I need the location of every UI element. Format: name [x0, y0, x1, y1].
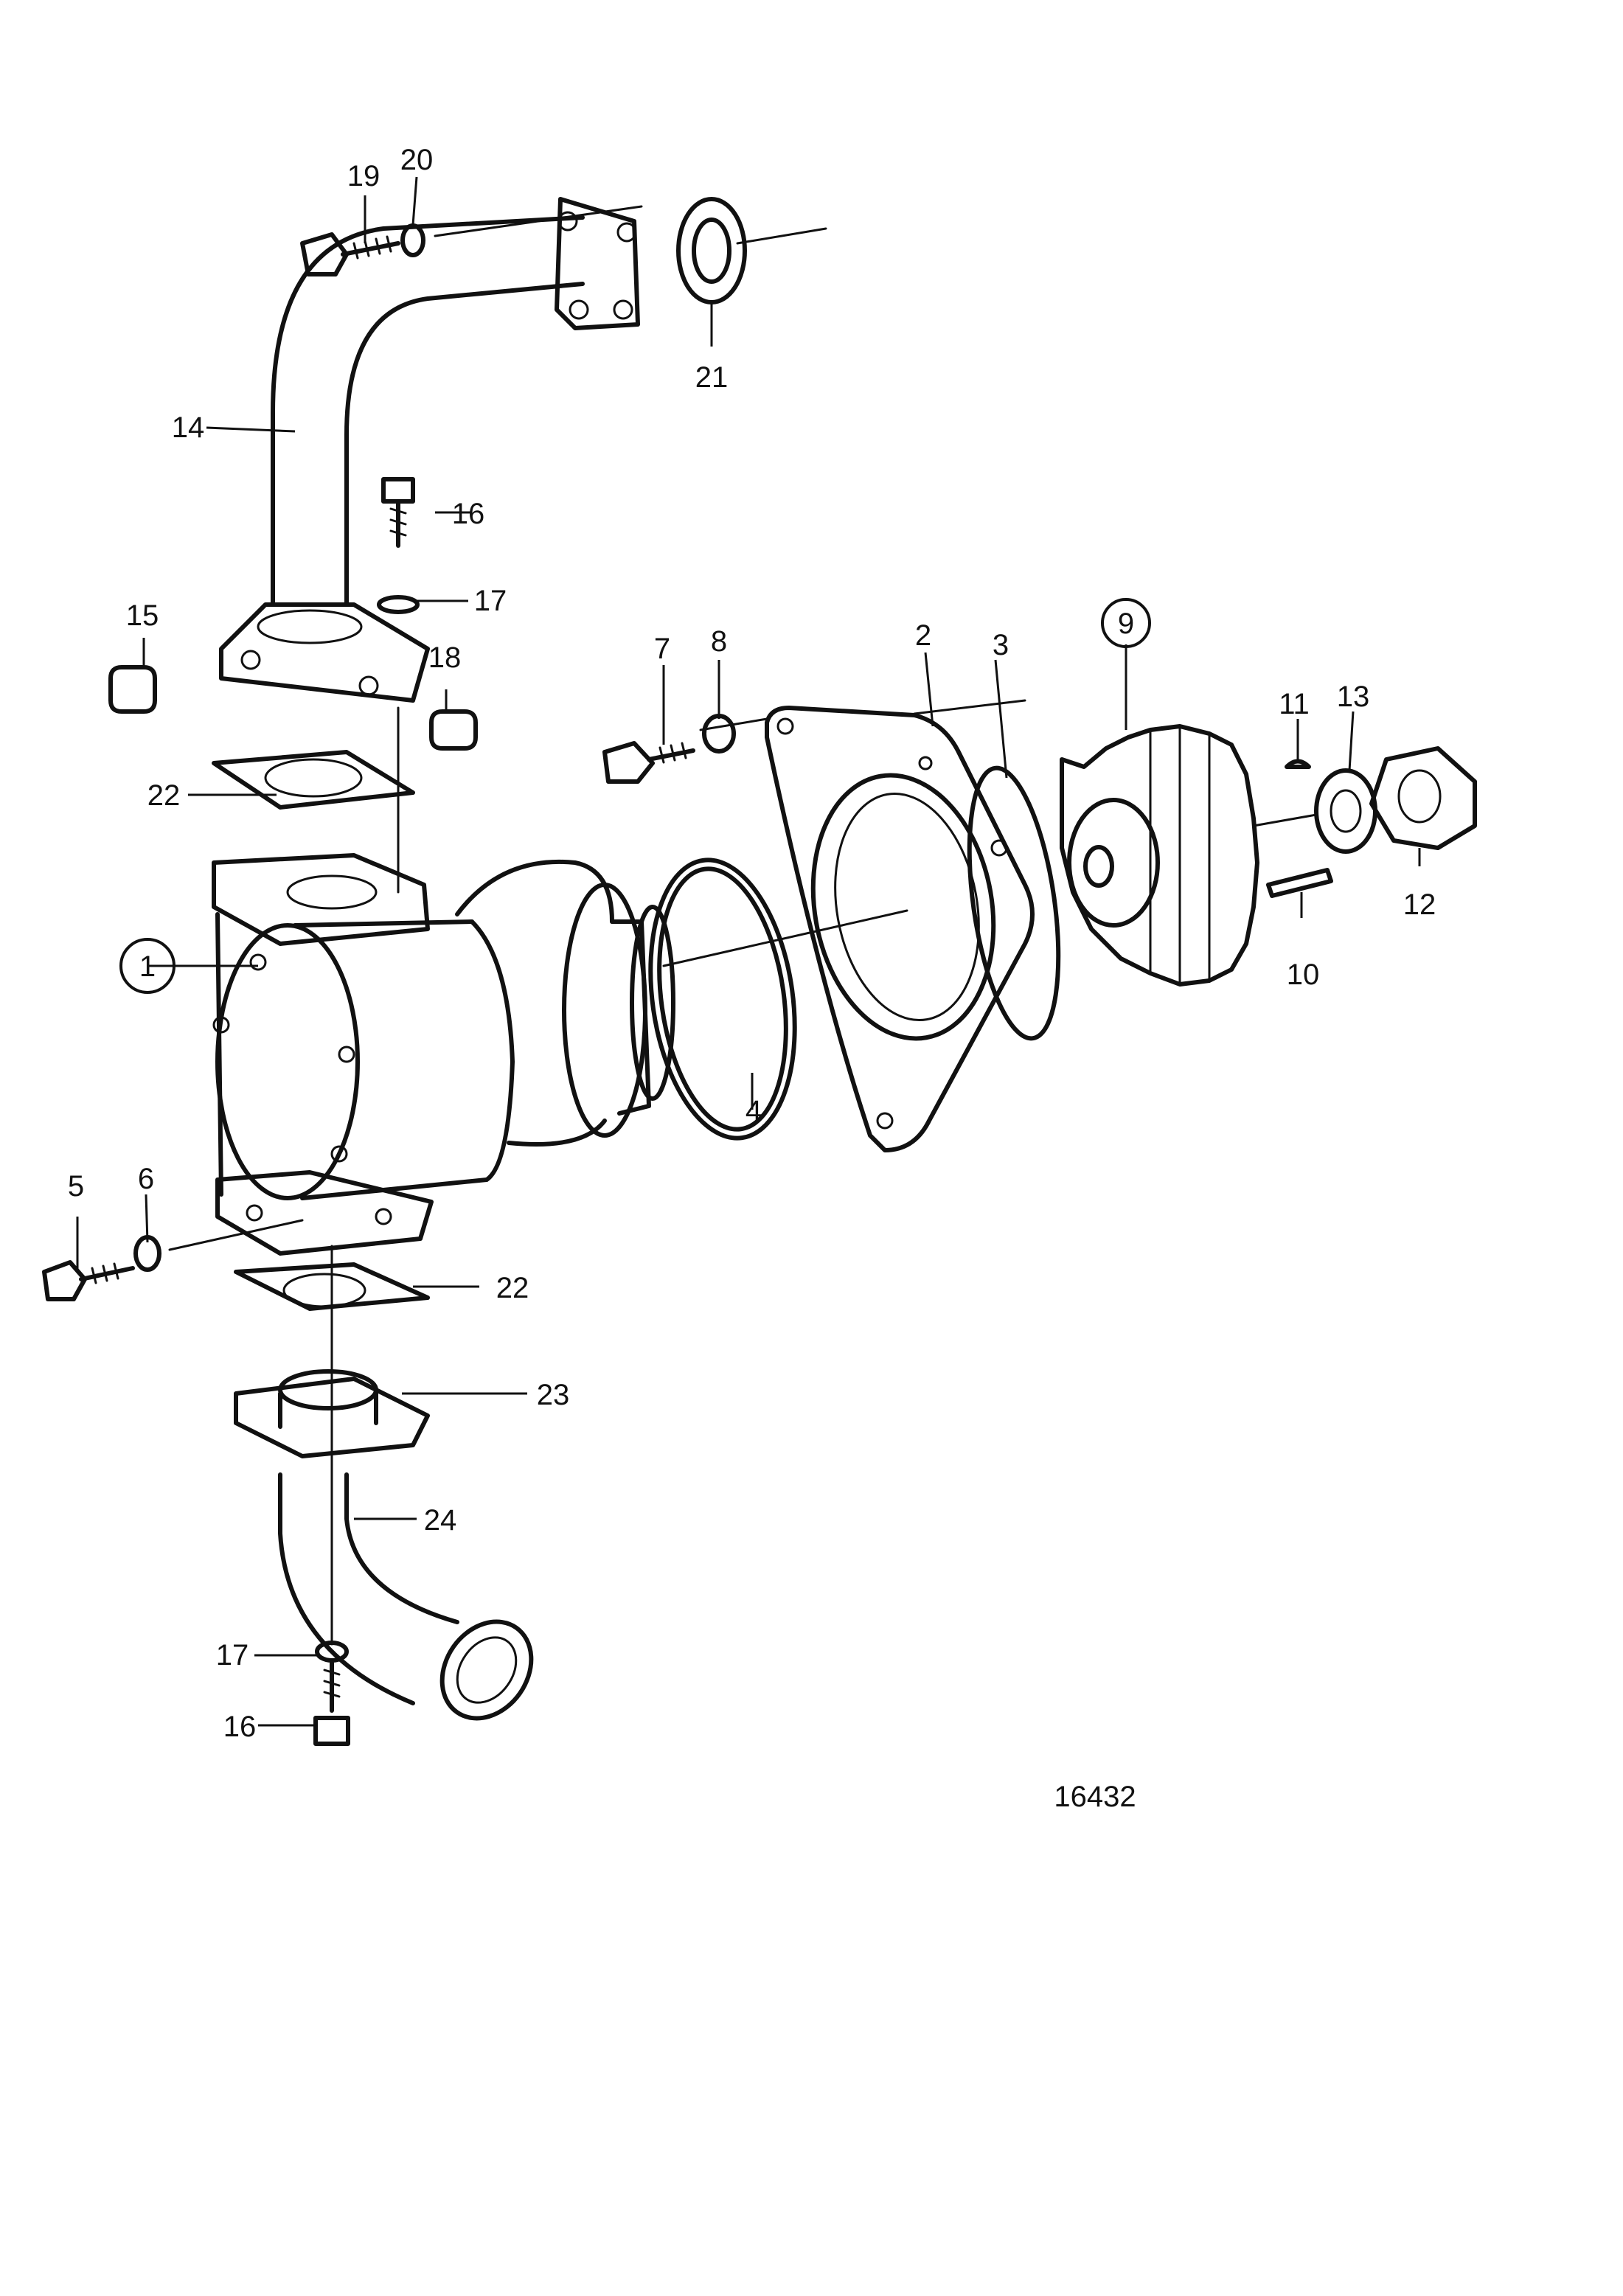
outlet-pipe-part — [219, 197, 640, 703]
callout-14: 14 — [172, 411, 205, 444]
seal-ring-part — [676, 197, 747, 305]
callout-4: 4 — [746, 1095, 762, 1127]
shim-part — [967, 765, 1061, 1041]
callout-5: 5 — [68, 1170, 84, 1203]
o-ring-part — [648, 857, 797, 1141]
bolt-washer-flange — [602, 714, 736, 784]
callout-circle-1 — [119, 938, 175, 994]
drive-gear-part — [1060, 724, 1259, 987]
callout-2: 2 — [915, 619, 931, 652]
callout-15: 15 — [126, 599, 159, 632]
callout-22-top: 22 — [147, 779, 181, 812]
callout-22-bottom: 22 — [496, 1272, 529, 1304]
flange-plate-part — [765, 706, 1035, 1152]
callout-19: 19 — [347, 160, 380, 192]
callout-6: 6 — [138, 1163, 154, 1195]
callout-11: 11 — [1279, 688, 1310, 720]
callout-16-bottom: 16 — [223, 1711, 257, 1743]
screw-washer-bottom — [313, 1641, 350, 1746]
bolt-washer-top — [300, 223, 425, 276]
callout-1: 1 — [139, 950, 156, 983]
inlet-flange-pipe — [234, 1369, 534, 1721]
callout-21: 21 — [695, 361, 729, 394]
callout-18: 18 — [428, 641, 462, 674]
pump-housing-part — [212, 853, 675, 1256]
callout-17-bottom: 17 — [216, 1639, 249, 1671]
callout-12: 12 — [1403, 888, 1436, 921]
gasket-bottom — [234, 1262, 430, 1311]
callout-13: 13 — [1337, 681, 1370, 713]
callout-23: 23 — [537, 1379, 570, 1411]
callout-9: 9 — [1118, 608, 1134, 640]
callout-circle-9 — [1101, 598, 1151, 648]
reference-number: 16432 — [1054, 1781, 1136, 1813]
callout-7: 7 — [654, 633, 670, 665]
callout-17-top: 17 — [474, 585, 507, 617]
callout-10: 10 — [1287, 959, 1320, 991]
nut-key-pin-parts — [1266, 746, 1477, 898]
callout-20: 20 — [400, 144, 434, 176]
callout-labels: 1 2 3 4 5 6 7 8 9 10 11 12 13 14 15 16 1… — [68, 144, 1436, 1813]
bolt-washer-bottom — [42, 1235, 161, 1301]
callout-3: 3 — [993, 629, 1009, 661]
plugs-top — [108, 477, 478, 751]
leader-lines — [76, 176, 1421, 1727]
callout-16-top: 16 — [452, 498, 485, 530]
callout-24: 24 — [424, 1504, 457, 1537]
callout-8: 8 — [711, 625, 727, 658]
gasket-top — [212, 750, 415, 810]
